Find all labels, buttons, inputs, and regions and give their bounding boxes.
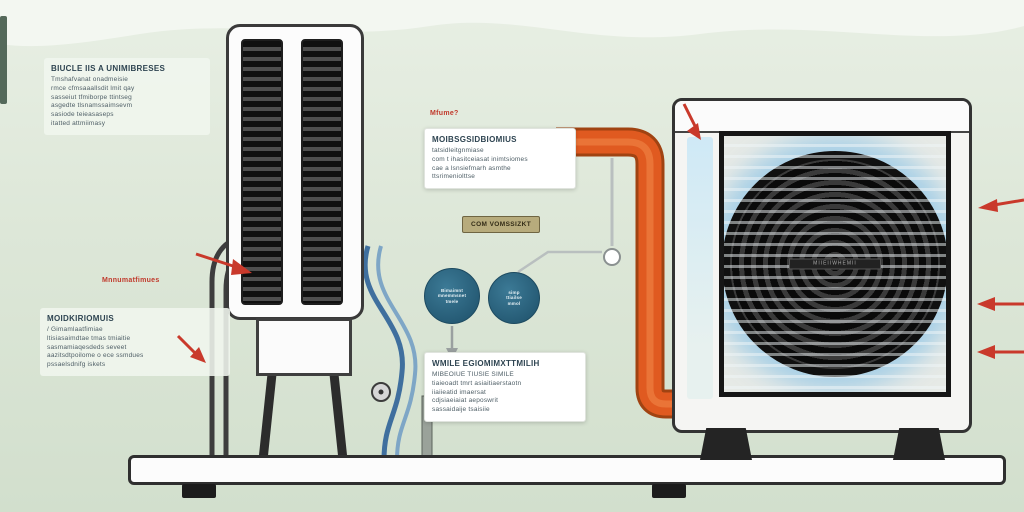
annotation-line: asgedte tlsnamssaimsevm — [51, 102, 133, 110]
indoor-air-handler — [226, 24, 364, 320]
platform-foot-right — [652, 484, 686, 498]
annotation-heading: MOIDKIRIOMUIS — [47, 314, 115, 323]
circle-text-line: ttiailse — [506, 295, 522, 301]
annotation-line: sasiode teieasaseps — [51, 111, 114, 119]
evaporator-coil-right — [301, 39, 343, 305]
annotation-line: cae a lsnsiefmarh asmthe — [432, 164, 511, 172]
circle-text-line: mnemmsnet — [437, 293, 467, 299]
circle-text-line: tmele — [445, 298, 459, 304]
indoor-leg-right — [329, 373, 348, 461]
red-arrow-right-2-head — [977, 297, 995, 311]
annotation-heading: MOIBSGSIDBIOMIUS — [432, 135, 517, 144]
condenser-side-vent — [687, 137, 713, 399]
annotation-line: rmce cfmsaaallsdit lmit qay — [51, 84, 135, 92]
condenser-foot-left — [700, 428, 752, 460]
annotation-line: tiaieoadt tmrt asiaitiaerstaotn — [432, 379, 522, 387]
annotation-line: aazitsdtpoilome o ece ssmdues — [47, 352, 144, 360]
red-arrow-right-3-head — [977, 345, 995, 359]
annotation-bottom-note: WMILE EGIOMIMXTTMILIH MIBEOIUE TIUSIE SI… — [424, 352, 586, 422]
annotation-heading: WMILE EGIOMIMXTTMILIH — [432, 359, 540, 368]
annotation-top-left: BIUCLE IIS A UNIMIBRESES Tmshafvanat ona… — [44, 58, 210, 135]
gauge-center — [378, 389, 384, 395]
annotation-line: cdjsiaeiaiat aeposwrit — [432, 397, 499, 405]
annotation-line: / Gimamlaatfimiae — [47, 326, 103, 333]
pipe-tag-label: COM VOMSSIZKT — [462, 216, 541, 233]
pressure-gauge — [371, 382, 391, 402]
evaporator-coil-left — [241, 39, 283, 305]
circle-text-line: simp — [508, 289, 520, 295]
red-arrow-right-1 — [993, 198, 1024, 207]
process-circle-right: simp ttiailse mmol — [488, 272, 540, 324]
indoor-unit-boot — [256, 318, 352, 376]
circle-text-line: mmol — [507, 300, 521, 306]
red-callout-top: Mfume? — [430, 110, 459, 117]
annotation-heading: BIUCLE IIS A UNIMIBRESES — [51, 64, 166, 73]
annotation-line: MIBEOIUE TIUSIE SIMILE — [432, 371, 514, 378]
process-circle-left: Bimaimnt mnemmsnet tmele — [424, 268, 480, 324]
condenser-top-cap — [675, 101, 969, 133]
left-edge-strip — [0, 16, 7, 104]
blue-pipe-1 — [362, 245, 405, 461]
red-arrow-right-1-head — [978, 199, 998, 212]
condenser-fan-grille: MIIEIIWHEMII — [719, 131, 951, 397]
annotation-line: iiaiieatid imaersat — [432, 388, 487, 396]
annotation-condenser-note: MOIBSGSIDBIOMIUS tatsidleitgnmiase com t… — [424, 128, 576, 190]
annotation-line: Tmshafvanat onadmeisie — [51, 76, 129, 83]
valve-ball — [603, 248, 621, 266]
annotation-line: sasmamiaqesdeds seveet — [47, 343, 127, 351]
base-platform — [128, 455, 1006, 485]
annotation-line: itatted attmiimasy — [51, 119, 106, 127]
annotation-line: sasseiut tfmiborpe ttintseg — [51, 93, 132, 101]
blue-pipe-2 — [376, 245, 418, 461]
platform-foot-left — [182, 484, 216, 498]
annotation-line: ttsrimeniolttse — [432, 173, 476, 181]
top-wave-shape — [0, 0, 1024, 47]
connector-line-diagonal — [517, 250, 602, 274]
outdoor-condenser-unit: MIIEIIWHEMII — [672, 98, 972, 433]
annotation-line: com t ihasitceiasat inimtsiomes — [432, 155, 528, 163]
annotation-line: ltisiasaimdtae tmas tmiaitie — [47, 334, 131, 342]
condenser-foot-right — [893, 428, 945, 460]
fan-motor-plate: MIIEIIWHEMII — [789, 258, 881, 270]
annotation-line: pssaelsdnifg iskets — [47, 361, 106, 369]
annotation-line: tatsidleitgnmiase — [432, 147, 484, 154]
red-callout-left: Mnnumatfimues — [102, 277, 160, 284]
indoor-leg-left — [258, 373, 277, 461]
circle-text-line: Bimaimnt — [440, 287, 464, 293]
annotation-line: sassaidaije tsaisiie — [432, 406, 490, 414]
annotation-mid-left: MOIDKIRIOMUIS / Gimamlaatfimiae ltisiasa… — [40, 308, 230, 376]
